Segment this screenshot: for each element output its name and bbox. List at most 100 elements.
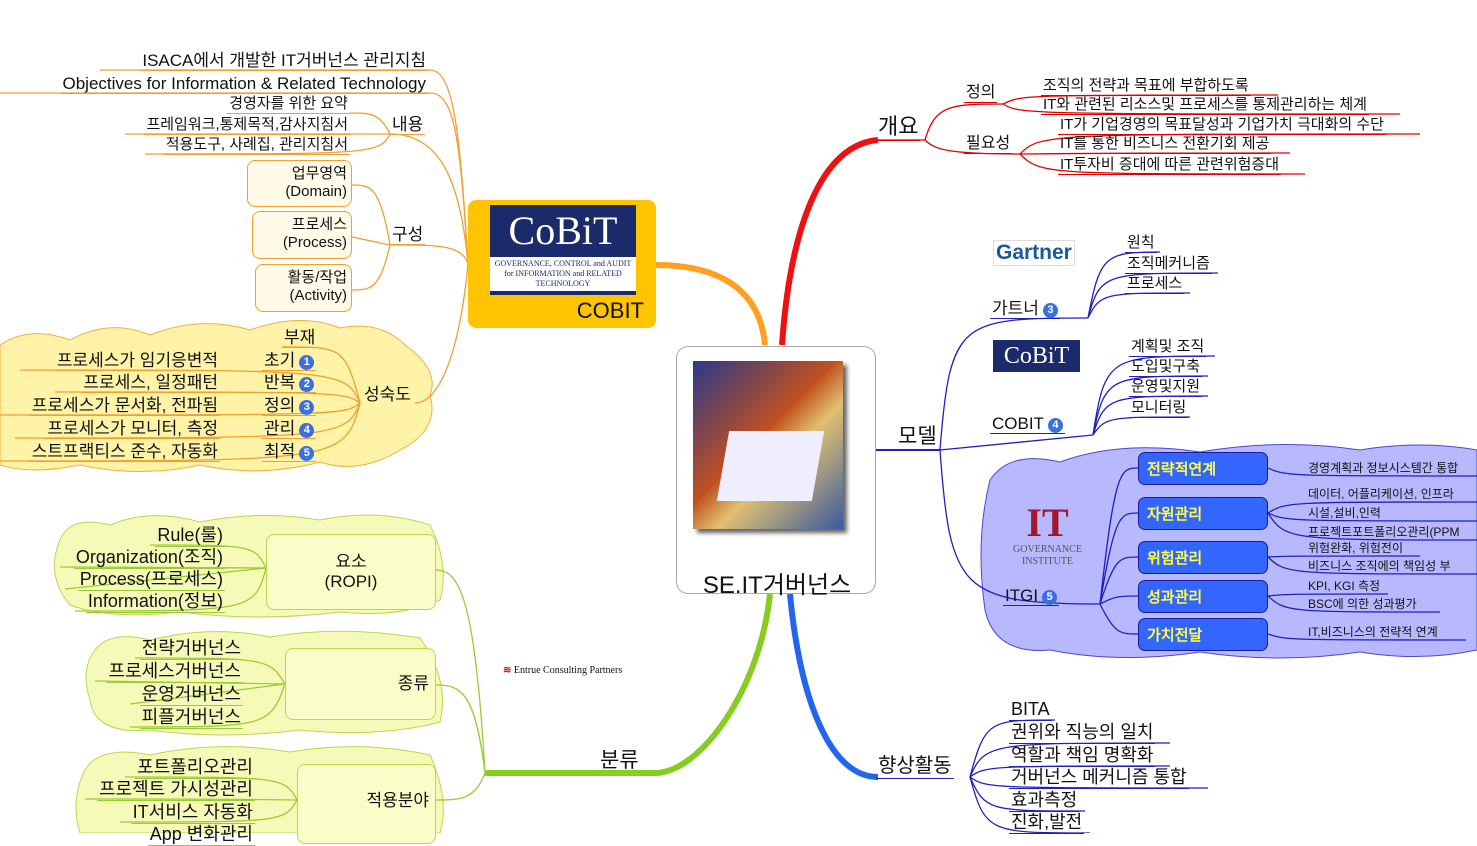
area-item[interactable]: IT서비스 자동화	[130, 802, 255, 824]
definition-topic[interactable]: 정의	[964, 84, 998, 103]
type-item[interactable]: 전략거버넌스	[139, 638, 243, 660]
level-badge-icon: 2	[299, 377, 315, 392]
itgi-area-performance-management[interactable]: 성과관리	[1138, 580, 1268, 613]
central-topic[interactable]: SE.IT거버넌스	[676, 346, 876, 599]
structure-process[interactable]: 프로세스(Process)	[252, 211, 352, 259]
itgi-item[interactable]: 경영계획과 정보시스템간 통합	[1308, 461, 1459, 475]
cobit-model-item[interactable]: 운영및지원	[1129, 378, 1203, 397]
type-item[interactable]: 운영거버넌스	[139, 684, 243, 706]
structure-label: 업무영역	[291, 165, 347, 182]
improvement-item[interactable]: 진화,발전	[1009, 812, 1085, 834]
element-item[interactable]: Process(프로세스)	[77, 569, 225, 591]
necessity-item[interactable]: IT투자비 증대에 따른 관련위험증대	[1058, 156, 1282, 175]
itgi-area-risk-management[interactable]: 위험관리	[1138, 541, 1268, 574]
content-item[interactable]: 적용도구, 사례집, 관리지침서	[163, 136, 350, 155]
itgi-logo-sub: GOVERNANCE INSTITUTE	[1013, 544, 1082, 567]
improvement-topic[interactable]: 향상활동	[876, 755, 954, 779]
itgi-item[interactable]: 비즈니스 조직에의 책임성 부	[1308, 559, 1451, 573]
level-name: 관리	[264, 419, 296, 438]
gartner-item[interactable]: 프로세스	[1125, 275, 1185, 294]
itgi-item[interactable]: 데이터, 어플리케이션, 인프라	[1308, 487, 1454, 501]
improvement-item[interactable]: 권위와 직능의 일치	[1009, 722, 1156, 744]
entrue-logo-text: Entrue Consulting Partners	[513, 665, 623, 676]
element-item[interactable]: Information(정보)	[85, 591, 225, 613]
improvement-item[interactable]: 거버넌스 메커니즘 통합	[1009, 767, 1189, 789]
count-badge-icon: 3	[1042, 303, 1058, 318]
cobit-small-logo: CoBiT	[993, 340, 1080, 395]
areas-topic[interactable]: 적용분야	[297, 764, 436, 844]
definition-item[interactable]: 조직의 전략과 목표에 부합하도록	[1041, 77, 1251, 96]
cobit-desc-2[interactable]: Objectives for Information & Related Tec…	[60, 74, 428, 94]
itgi-area-value-delivery[interactable]: 가치전달	[1138, 618, 1268, 651]
level-name: 반복	[264, 373, 296, 392]
necessity-item[interactable]: IT가 기업경영의 목표달성과 기업가치 극대화의 수단	[1058, 116, 1386, 135]
maturity-desc[interactable]: 프로세스가 모니터, 측정	[45, 419, 220, 439]
element-item[interactable]: Rule(룰)	[155, 525, 225, 547]
level-badge-icon: 5	[299, 446, 315, 461]
maturity-desc[interactable]: 스트프랙티스 준수, 자동화	[29, 442, 220, 462]
level-badge-icon: 3	[299, 400, 315, 415]
element-item[interactable]: Organization(조직)	[73, 547, 225, 569]
maturity-desc[interactable]: 프로세스, 일정패턴	[81, 373, 220, 393]
content-item[interactable]: 경영자를 위한 요약	[227, 95, 350, 114]
itgi-logo-text: IT	[1026, 500, 1069, 545]
model-topic[interactable]: 모델	[896, 424, 939, 451]
maturity-topic[interactable]: 성숙도	[364, 385, 411, 404]
improvement-item[interactable]: 효과측정	[1009, 790, 1080, 812]
itgi-item[interactable]: 위험완화, 위험전이	[1308, 541, 1403, 555]
level-badge-icon: 1	[299, 355, 315, 370]
itgi-item[interactable]: KPI, KGI 측정	[1308, 579, 1381, 593]
type-item[interactable]: 프로세스거버넌스	[106, 661, 243, 683]
itgi-item[interactable]: IT,비즈니스의 전략적 연계	[1308, 625, 1438, 639]
structure-label-en: (Domain)	[285, 183, 347, 200]
structure-activity[interactable]: 활동/작업(Activity)	[255, 264, 352, 312]
classification-topic[interactable]: 분류	[598, 749, 641, 774]
content-item[interactable]: 프레임워크,통제목적,감사지침서	[144, 116, 350, 135]
type-item[interactable]: 피플거버넌스	[139, 707, 243, 729]
improvement-item[interactable]: BITA	[1009, 699, 1052, 721]
cobit-desc-1[interactable]: ISACA에서 개발한 IT거버넌스 관리지침	[140, 51, 428, 71]
definition-item[interactable]: IT와 관련된 리소스및 프로세스를 통제관리하는 체계	[1041, 96, 1369, 115]
itgi-item[interactable]: 프로젝트포트폴리오관리(PPM	[1308, 525, 1460, 539]
overview-topic[interactable]: 개요	[876, 114, 921, 141]
necessity-item[interactable]: IT를 통한 비즈니스 전환기회 제공	[1058, 135, 1272, 154]
content-topic[interactable]: 내용	[390, 115, 426, 135]
entrue-mark-icon: ≋	[503, 665, 514, 676]
maturity-desc[interactable]: 프로세스가 문서화, 전파됨	[29, 396, 220, 416]
itgi-item[interactable]: 시설,설비,인력	[1308, 506, 1381, 520]
types-topic[interactable]: 종류	[285, 648, 436, 720]
cobit-model-item[interactable]: 계획및 조직	[1129, 338, 1207, 357]
cobit-model-item[interactable]: 모니터링	[1129, 399, 1189, 418]
structure-domain[interactable]: 업무영역(Domain)	[247, 160, 352, 207]
gartner-label: 가트너	[992, 299, 1039, 318]
itgi-area-strategic-alignment[interactable]: 전략적연계	[1138, 452, 1268, 485]
cobit-node[interactable]: CoBiT GOVERNANCE, CONTROL and AUDIT for …	[468, 200, 656, 328]
maturity-desc[interactable]: 프로세스가 임기응변적	[54, 351, 220, 371]
gartner-item[interactable]: 원칙	[1125, 234, 1157, 253]
cobit-model-item[interactable]: 도입및구축	[1129, 358, 1203, 377]
elements-topic[interactable]: 요소(ROPI)	[266, 534, 436, 610]
itgi-area-resource-management[interactable]: 자원관리	[1138, 497, 1268, 530]
central-topic-label: SE.IT거버넌스	[702, 572, 852, 599]
improvement-item[interactable]: 역할과 책임 명확화	[1009, 745, 1156, 767]
area-item[interactable]: 포트폴리오관리	[135, 757, 255, 779]
itgi-logo: IT GOVERNANCE INSTITUTE	[1000, 502, 1095, 568]
maturity-level-absent[interactable]: 부재	[282, 328, 318, 348]
cobit-logo-text: CoBiT	[508, 208, 618, 253]
elements-sub: (ROPI)	[324, 572, 378, 591]
structure-topic[interactable]: 구성	[390, 225, 426, 245]
area-item[interactable]: App 변화관리	[147, 824, 255, 846]
area-item[interactable]: 프로젝트 가시성관리	[96, 779, 255, 801]
itgi-item[interactable]: BSC에 의한 성과평가	[1308, 597, 1417, 611]
gartner-item[interactable]: 조직메커니즘	[1125, 255, 1212, 274]
necessity-topic[interactable]: 필요성	[964, 135, 1013, 154]
gartner-logo: Gartner	[993, 240, 1075, 266]
